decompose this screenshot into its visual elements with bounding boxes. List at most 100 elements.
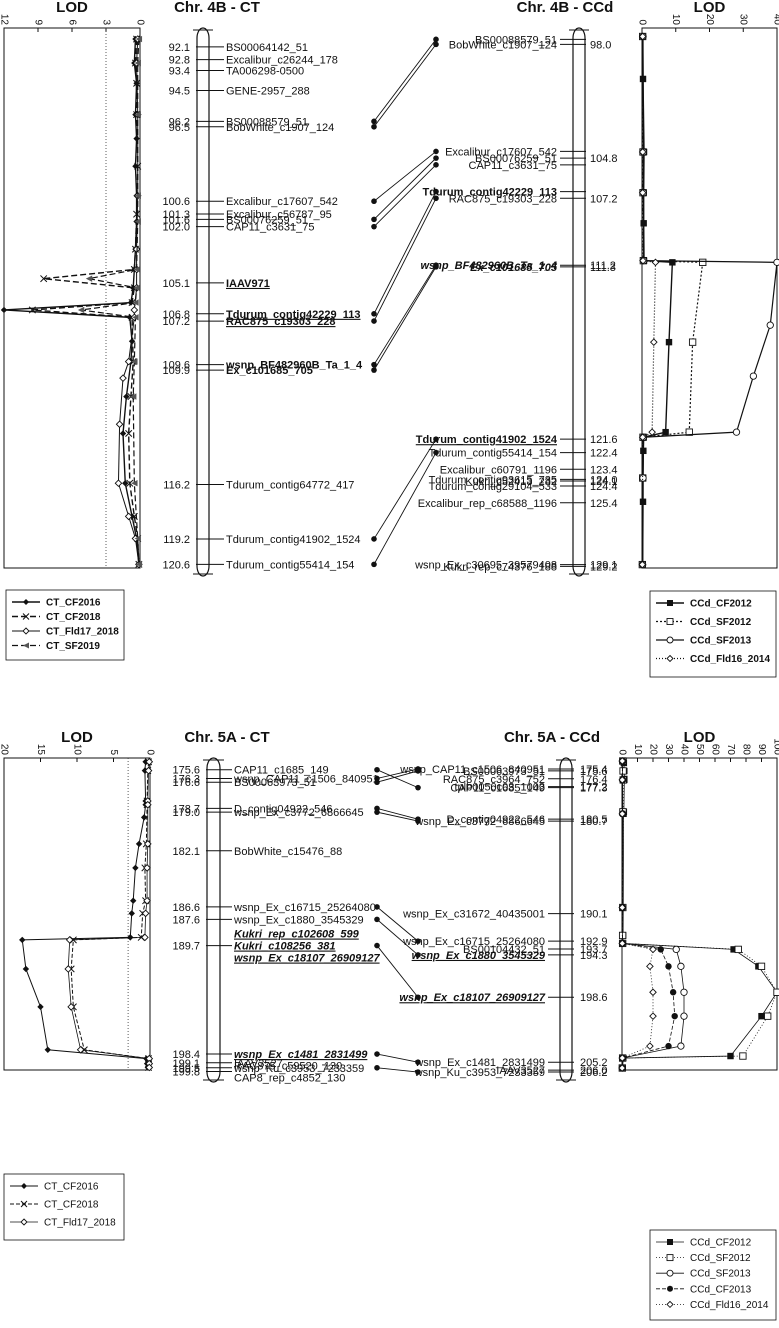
marker-name: Tdurum_contig93615_735 xyxy=(429,474,557,486)
connector-dot xyxy=(371,198,377,205)
connector-dot xyxy=(371,367,377,373)
triangle-marker xyxy=(134,535,141,542)
chromosome-title: Chr. 4B - CT xyxy=(174,0,260,16)
legend-label: CCd_CF2013 xyxy=(690,1284,752,1295)
open-diamond-marker xyxy=(64,965,73,973)
legend-label: CT_CF2018 xyxy=(46,612,101,623)
legend-p5accd: CCd_CF2012CCd_SF2012CCd_SF2013CCd_CF2013… xyxy=(649,1229,777,1321)
legend-label: CT_Fld17_2018 xyxy=(46,627,119,638)
legend-label: CCd_SF2013 xyxy=(690,1269,751,1280)
legend-item: CT_SF2019 xyxy=(12,641,100,652)
connector xyxy=(371,36,439,125)
open-square-marker xyxy=(666,618,674,625)
marker-name: Tdurum_contig55414_154 xyxy=(226,559,354,571)
open-diamond-marker xyxy=(124,357,133,366)
marker-position: 96.5 xyxy=(169,122,190,134)
open-diamond-marker xyxy=(124,512,133,521)
marker-name: RAC875_c19303_228 xyxy=(449,193,557,205)
open-square-marker xyxy=(688,338,697,346)
marker-position: 111.2 xyxy=(590,260,616,272)
connector xyxy=(374,1064,421,1075)
lod-tick-label: 60 xyxy=(709,744,720,756)
circle-marker xyxy=(667,1285,673,1292)
legend-label: CCd_Fld16_2014 xyxy=(690,654,770,665)
marker-name: RAC875_c3964_752 xyxy=(443,774,545,786)
open-diamond-marker xyxy=(649,988,657,997)
connector xyxy=(371,155,439,223)
series-line xyxy=(21,761,149,1068)
diamond-marker xyxy=(123,393,130,400)
marker-position: 102.0 xyxy=(162,222,190,234)
connector-line xyxy=(376,1067,419,1073)
open-diamond-marker xyxy=(618,939,627,948)
marker-position: 199.8 xyxy=(172,1067,200,1079)
lod-tick-label: 3 xyxy=(100,19,111,25)
marker-position: 176.3 xyxy=(172,773,200,785)
marker-name: BS00063973_51 xyxy=(463,766,545,778)
marker-name: CAP11_c3631_75 xyxy=(469,160,557,172)
series-line xyxy=(621,760,778,1069)
marker-name: BS00063973_51 xyxy=(234,777,316,789)
connector-dot xyxy=(433,148,439,155)
marker-position: 109.9 xyxy=(162,365,190,377)
legend-label: CT_SF2019 xyxy=(46,641,100,652)
triangle-marker xyxy=(134,111,141,118)
marker-name: Tdurum_contig41902_1524 xyxy=(416,434,558,446)
x-marker xyxy=(22,613,30,620)
x-marker xyxy=(40,275,48,283)
open-circle-marker xyxy=(672,945,680,954)
connector xyxy=(374,1051,421,1065)
triangle-marker xyxy=(23,642,29,649)
connector xyxy=(374,809,421,824)
series-ct_cf2018 xyxy=(67,758,153,1072)
marker-name: CAP11_c3631_75 xyxy=(226,222,314,234)
square-marker xyxy=(667,600,673,606)
connector-dot xyxy=(371,311,377,317)
marker-position: 194.3 xyxy=(580,950,608,962)
marker-position: 180.7 xyxy=(580,816,608,828)
open-diamond-marker xyxy=(65,936,74,944)
triangle-marker xyxy=(132,314,139,321)
marker-name: Ex_c101685_705 xyxy=(470,262,558,274)
series-line xyxy=(80,39,140,565)
connector xyxy=(371,436,439,542)
connector-line xyxy=(376,811,419,822)
legend-label: CCd_SF2013 xyxy=(690,636,752,647)
open-diamond-marker xyxy=(646,1042,654,1050)
legend-label: CT_CF2016 xyxy=(46,598,101,609)
lod-axis-title: LOD xyxy=(56,0,88,16)
diamond-marker xyxy=(0,306,8,314)
lod-tick-label: 20 xyxy=(704,14,715,26)
connector xyxy=(374,904,421,944)
triangle-marker xyxy=(131,480,138,487)
marker-position: 123.4 xyxy=(590,464,618,476)
x-marker xyxy=(126,479,134,487)
open-diamond-marker xyxy=(143,800,152,809)
chromosome-title: Chr. 4B - CCd xyxy=(517,0,614,16)
marker-name: RAC875_c59520_130 xyxy=(234,1061,342,1073)
connector-line xyxy=(373,44,437,128)
connector-dot xyxy=(433,188,439,195)
marker-position: 175.6 xyxy=(172,765,200,777)
diamond-marker xyxy=(122,480,129,487)
diamond-marker xyxy=(37,1003,44,1011)
series-ct_cf2018 xyxy=(28,35,143,568)
marker-name: RAC875_c19303_228 xyxy=(226,316,335,328)
open-square-marker xyxy=(619,767,627,775)
legend-item: CT_Fld17_2018 xyxy=(10,1218,116,1229)
lod-axis-title: LOD xyxy=(61,729,93,746)
open-diamond-marker xyxy=(143,896,151,905)
triangle-marker xyxy=(134,218,141,225)
legend-item: CT_Fld17_2018 xyxy=(12,627,119,638)
lod-tick-label: 20 xyxy=(0,744,9,756)
marker-name: Excalibur_c56787_95 xyxy=(226,209,332,221)
series-line xyxy=(621,760,676,1069)
marker-position: 93.4 xyxy=(169,65,190,77)
legend-label: CCd_CF2012 xyxy=(690,599,752,610)
open-square-marker xyxy=(739,1052,747,1060)
plot-frame xyxy=(621,757,778,1071)
marker-name: BobWhite_c15476_88 xyxy=(234,846,342,858)
marker-name: Kukri_c108256_381 xyxy=(234,941,336,953)
